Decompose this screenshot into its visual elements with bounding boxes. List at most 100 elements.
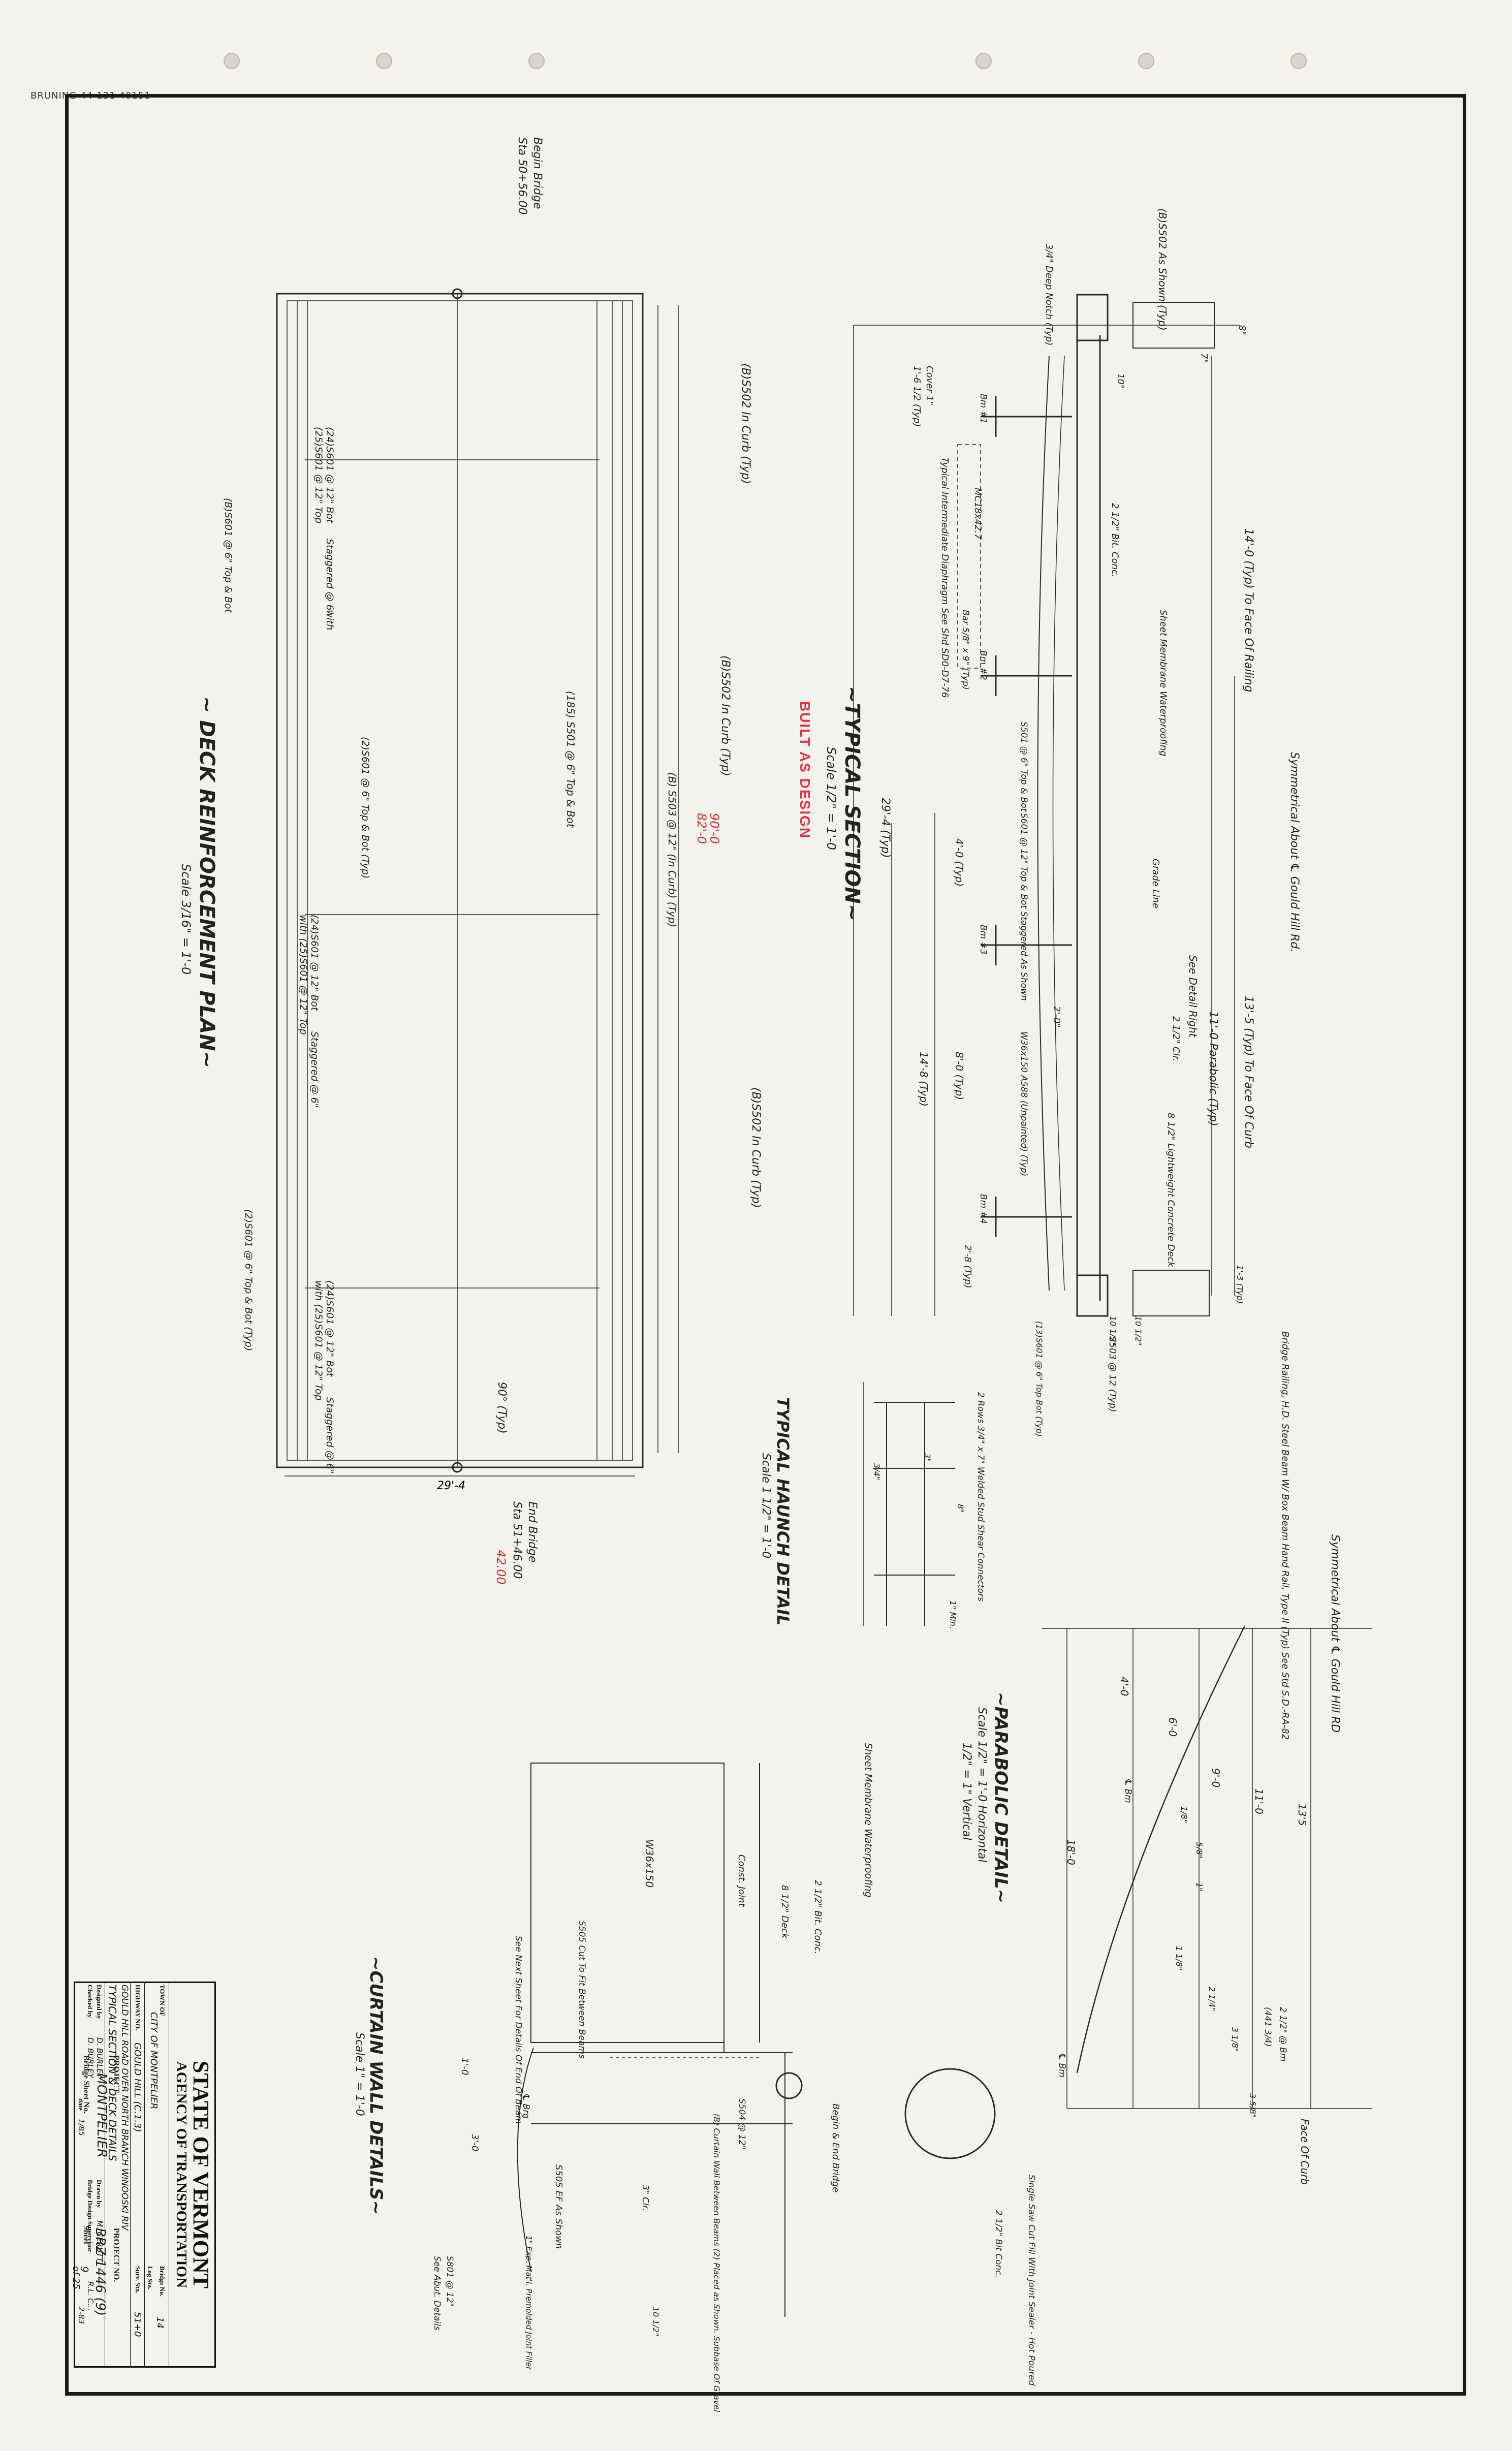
parabolic-label: 5/8" — [1194, 1842, 1204, 1859]
curtain-label: Const. Joint — [736, 1855, 747, 1907]
deck-plan-begin-bridge: Begin Bridge — [531, 137, 544, 209]
curtain-label: 10 1/2" — [651, 2307, 660, 2337]
haunch-label: 1" Min. — [948, 1600, 958, 1629]
date-value: 1/85 — [77, 2119, 86, 2136]
curtain-label: See Abut. Details — [432, 2256, 442, 2331]
curtain-label: 8 1/2" Deck — [779, 1885, 790, 1939]
section-label: (13)S601 @ 6" Top Bot (Typ) — [1034, 1321, 1044, 1437]
section-label: Bm #3 — [978, 925, 988, 955]
highway-value: GOULD HILL (C.1.3) — [132, 2043, 143, 2132]
typical-section-scale: Scale 1/2" = 1'-0 — [824, 747, 838, 851]
curtain-label: S801 @ 12" — [445, 2256, 455, 2307]
curtain-label: 1'-0 — [459, 2058, 470, 2076]
plan-note: (B)S502 In Curb (Typ) — [719, 655, 732, 776]
section-label: 13'-5 (Typ) To Face Of Curb — [1242, 996, 1255, 1148]
curtain-label: 2 1/2" Bit. Conc. — [812, 1880, 823, 1955]
section-label: Bm #1 — [978, 394, 988, 424]
parabolic-label: 4'-0 — [1118, 1677, 1130, 1696]
plan-note: (B)S502 In Curb (Typ) — [739, 363, 752, 484]
designed-label: Designed by — [96, 1985, 103, 2019]
punch-hole — [975, 53, 992, 69]
bridge-no-value: 14 — [154, 2317, 165, 2329]
date2-value: 2-83 — [77, 2307, 86, 2324]
plan-note: (24)S601 @ 12" Bot — [324, 427, 335, 523]
curtain-label: ℄ Brg — [521, 2093, 531, 2119]
section-label: Bm #2 — [978, 650, 988, 680]
parabolic-label: 6'-0 — [1167, 1717, 1179, 1737]
haunch-label: 3" — [923, 1453, 932, 1462]
project-no-label: PROJECT NO. — [112, 2228, 120, 2282]
project-label: PROJECT — [112, 2055, 120, 2093]
highway-label: HIGHWAY NO. — [134, 1985, 142, 2031]
plan-note: (B)S601 @ 6" Top & Bot — [223, 498, 234, 613]
section-label: S501 @ 6" Top & Bot — [1019, 721, 1029, 812]
section-label: 29'-4 (Typ) — [879, 798, 892, 858]
section-label: 7" — [1199, 353, 1209, 363]
parabolic-scale1: Scale 1/2" = 1'-0 Horizontal — [975, 1707, 988, 1863]
plan-note: Staggered @ 6" — [309, 1031, 320, 1108]
curtain-label: S505 EF As Shown — [553, 2164, 564, 2249]
parabolic-label: Symmetrical About ℄ Gould Hill RD — [1329, 1534, 1341, 1733]
punch-hole — [528, 53, 545, 69]
parabolic-label: 18'-0 — [1065, 1839, 1077, 1865]
section-label: S601 @ 12" Top & Bot Staggered As Shown — [1019, 813, 1029, 1001]
curtain-scale: Scale 1" = 1'-0 — [353, 2032, 366, 2116]
project-value: MONTPELIER — [94, 2073, 109, 2158]
plan-note: (2)S601 @ 6" Top & Bot (Typ) — [243, 1209, 254, 1352]
plan-note: (185) S501 @ 6" Top & Bot — [564, 691, 577, 828]
plan-note: (25)S601 @ 12" Top — [313, 427, 324, 524]
log-sta-label: Log Sta. — [146, 2266, 154, 2290]
punch-hole — [1290, 53, 1307, 69]
deck-plan-end-bridge: End Bridge — [526, 1501, 539, 1563]
plan-note: (B)S502 In Curb (Typ) — [749, 1087, 762, 1208]
section-label: 4'-0 (Typ) — [953, 838, 965, 887]
section-label: Grade Line — [1150, 859, 1161, 909]
parabolic-label: 1/8" — [1179, 1806, 1189, 1824]
curtain-title: ~CURTAIN WALL DETAILS~ — [366, 1956, 386, 2215]
curtain-label: Begin & End Bridge — [830, 2103, 841, 2193]
town-label: TOWN OF — [159, 1985, 166, 2017]
parabolic-label: ℄ Bm — [1057, 2053, 1067, 2078]
section-label: Bm #4 — [978, 1194, 988, 1224]
section-label: 8'-0 (Typ) — [953, 1052, 965, 1101]
deck-plan-begin-sta: Sta 50+56.00 — [516, 137, 528, 215]
section-label: Symmetrical About ℄ Gould Hill Rd. — [1288, 752, 1301, 953]
section-label: 1'-3 (Typ) — [1235, 1265, 1245, 1304]
curtain-label: Single Saw Cut Fill With Joint Sealer - … — [1026, 2175, 1036, 2386]
section-label: 14'-8 (Typ) — [918, 1052, 930, 1107]
haunch-label: 3/4" — [872, 1463, 881, 1481]
curtain-label: S504 @ 12" — [737, 2098, 747, 2150]
plan-note: with (25)S601 @ 12" Top — [298, 915, 309, 1035]
section-label: Bar 5/8" x 9" (Typ) — [960, 610, 970, 690]
deck-plan-end-sta-red: 42.00 — [494, 1550, 508, 1585]
sheet-word: Sheet — [82, 2225, 90, 2245]
plan-note-red: 90'-0 — [707, 813, 721, 844]
surv-sta-value: 51+0 — [132, 2312, 143, 2337]
curtain-label: 1" Exp. Mat'l. Premolded Joint Filler — [524, 2236, 533, 2370]
section-label: Bridge Railing, H.D. Steel Beam W/ Box B… — [1280, 1331, 1290, 1740]
section-label: 10 1/2" — [1108, 1316, 1118, 1346]
section-label: 2 1/2" Bit. Conc. — [1110, 503, 1120, 578]
section-label: MC18x42.7 — [972, 488, 983, 540]
parabolic-label: 3 5/8" — [1248, 2093, 1257, 2118]
plan-note: (24)S601 @ 12" Bot — [324, 1280, 335, 1377]
parabolic-title: ~PARABOLIC DETAIL~ — [991, 1692, 1011, 1904]
parabolic-label: (441 3/4) — [1263, 2007, 1273, 2047]
parabolic-label: 1 1/8" — [1174, 1946, 1184, 1971]
agency-name: AGENCY OF TRANSPORTATION — [173, 2061, 190, 2288]
parabolic-label: Face Of Curb — [1299, 2119, 1311, 2185]
surv-sta-label: Surv. Sta. — [134, 2266, 142, 2293]
plan-note: (24)S601 @ 12" Bot — [309, 915, 320, 1011]
plan-note: (2)S601 @ 6" Top & Bot (Typ) — [360, 737, 371, 879]
section-label: 11'-0 Parabolic (Typ) — [1207, 1011, 1219, 1126]
section-label: 10° — [1115, 373, 1125, 389]
designed-value: D. BURLEY — [95, 2037, 104, 2078]
parabolic-label: 11'-0 — [1253, 1788, 1265, 1814]
section-label: Typical Intermediate Diaphragm See Shd S… — [939, 457, 950, 698]
plan-note: Staggered @ 6" — [324, 1397, 335, 1474]
deck-plan-outline — [276, 293, 644, 1468]
section-label: 2'-0" — [1051, 1006, 1062, 1028]
built-as-design-stamp: BUILT AS DESIGN — [797, 701, 813, 839]
curtain-label: S505 Cut To Fit Between Beams — [577, 1921, 587, 2059]
